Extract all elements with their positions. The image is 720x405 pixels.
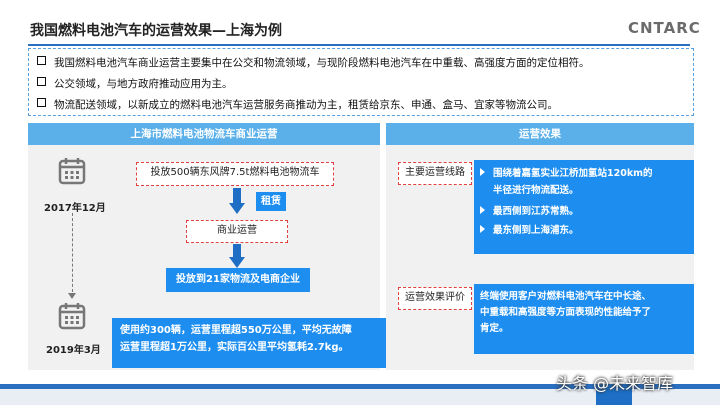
route-label: 主要运营线路	[398, 162, 472, 185]
arrow-down-icon	[229, 188, 245, 214]
checkbox-square-icon	[37, 98, 46, 107]
step-commercial-operation: 商业运营	[186, 220, 288, 243]
date-start: 2017年12月	[44, 203, 106, 214]
checkbox-square-icon	[37, 56, 46, 65]
route-item: 最东侧到上海浦东。	[480, 223, 579, 238]
logo-text: CNTARC	[628, 19, 701, 37]
cnt-arc-logo: CNTARC	[628, 19, 701, 37]
calendar-icon	[58, 303, 86, 330]
route-detail-box: 围绕着嘉氢实业江桥加氢站120km的 半径进行物流配送。 最西侧到江苏常熟。 最…	[474, 160, 694, 254]
route-item-continued: 半径进行物流配送。	[493, 185, 579, 196]
result-line: 使用约300辆，运营里程超550万公里，平均无故障	[120, 325, 352, 336]
route-item: 最西侧到江苏常熟。	[480, 204, 579, 219]
intro-bullet-box: 我国燃料电池汽车商业运营主要集中在公交和物流领域，与现阶段燃料电池汽车在中重载、…	[28, 48, 694, 116]
eval-line: 肯定。	[480, 323, 509, 334]
arrow-right-icon	[480, 225, 485, 233]
bullet-text: 我国燃料电池汽车商业运营主要集中在公交和物流领域，与现阶段燃料电池汽车在中重载、…	[54, 57, 590, 69]
operation-result-box: 使用约300辆，运营里程超550万公里，平均无故障 运营里程超1万公里，实际百公…	[112, 318, 388, 368]
page-title: 我国燃料电池汽车的运营效果—上海为例	[30, 23, 282, 39]
bullet-item: 物流配送领域，以新成立的燃料电池汽车运营服务商推动为主，租赁给京东、申通、盒马、…	[37, 97, 558, 112]
arrow-down-icon	[68, 293, 76, 299]
title-divider	[28, 44, 690, 46]
step-deploy-enterprises: 投放到21家物流及电商企业	[166, 268, 310, 292]
lease-tag: 租赁	[256, 192, 286, 211]
watermark-text: 头条 @未来智库	[556, 374, 674, 393]
bullet-item: 公交领域，与地方政府推动应用为主。	[37, 76, 233, 91]
eval-line: 终端使用客户对燃料电池汽车在中长途、	[480, 291, 652, 302]
left-panel-header: 上海市燃料电池物流车商业运营	[28, 123, 380, 145]
right-panel-header: 运营效果	[386, 123, 694, 145]
route-item: 围绕着嘉氢实业江桥加氢站120km的	[480, 166, 653, 181]
eval-line: 中重载和高强度等方面表现的性能给予了	[480, 307, 652, 318]
checkbox-square-icon	[37, 77, 46, 86]
arrow-down-icon	[229, 244, 245, 268]
bullet-text: 物流配送领域，以新成立的燃料电池汽车运营服务商推动为主，租赁给京东、申通、盒马、…	[54, 99, 558, 111]
step-deploy-vehicles: 投放500辆东风牌7.5t燃料电池物流车	[136, 162, 334, 186]
date-end: 2019年3月	[46, 345, 101, 356]
calendar-icon	[58, 158, 86, 185]
evaluation-detail-box: 终端使用客户对燃料电池汽车在中长途、 中重载和高强度等方面表现的性能给予了 肯定…	[474, 284, 694, 354]
arrow-right-icon	[480, 168, 485, 176]
timeline-line	[72, 213, 73, 297]
bullet-text: 公交领域，与地方政府推动应用为主。	[54, 78, 233, 90]
arrow-right-icon	[480, 206, 485, 214]
footer-rule	[0, 384, 720, 389]
bullet-item: 我国燃料电池汽车商业运营主要集中在公交和物流领域，与现阶段燃料电池汽车在中重载、…	[37, 55, 590, 70]
footer-band	[0, 389, 720, 405]
evaluation-label: 运营效果评价	[398, 287, 472, 310]
result-line: 运营里程超1万公里，实际百公里平均氢耗2.7kg。	[120, 342, 349, 353]
page-number-box	[596, 385, 632, 405]
